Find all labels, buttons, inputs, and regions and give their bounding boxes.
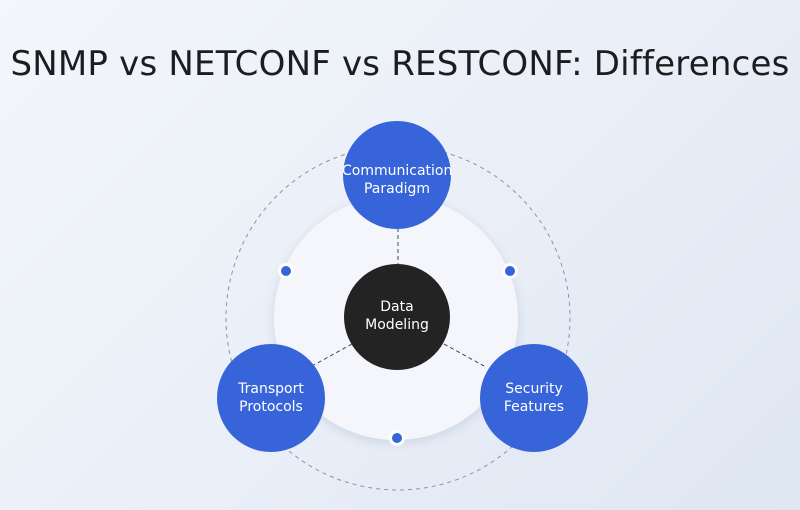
data-modeling-label-line2: Modeling bbox=[365, 317, 429, 333]
ring-dot-left bbox=[278, 263, 294, 279]
communication-paradigm-label: Communication Paradigm bbox=[342, 162, 452, 198]
ring-dot-bottom bbox=[389, 430, 405, 446]
transport-protocols-label: Transport Protocols bbox=[216, 380, 326, 416]
node-communication-paradigm bbox=[343, 121, 451, 229]
node-security-features bbox=[480, 344, 588, 452]
ring-dot-right bbox=[502, 263, 518, 279]
connector-left bbox=[311, 343, 353, 367]
security-label-line2: Features bbox=[503, 399, 565, 415]
communication-label-line2: Paradigm bbox=[363, 181, 431, 197]
data-modeling-label: Data Modeling bbox=[342, 298, 452, 334]
transport-label-line1: Transport bbox=[238, 381, 304, 397]
security-features-label: Security Features bbox=[479, 380, 589, 416]
node-transport-protocols bbox=[217, 344, 325, 452]
node-data-modeling bbox=[344, 264, 450, 370]
data-modeling-label-line1: Data bbox=[380, 299, 414, 315]
connector-right bbox=[443, 343, 485, 367]
security-label-line1: Security bbox=[505, 381, 563, 397]
communication-label-line1: Communication bbox=[342, 163, 453, 179]
transport-label-line2: Protocols bbox=[239, 399, 303, 415]
diagram-title: SNMP vs NETCONF vs RESTCONF: Differences bbox=[10, 44, 790, 84]
